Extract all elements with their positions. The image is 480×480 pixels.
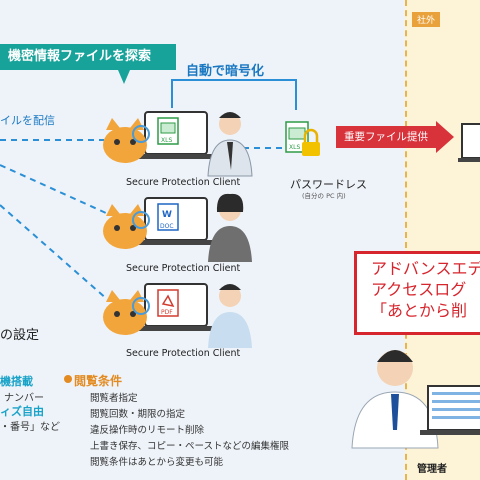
pc-label-1: Secure Protection Client bbox=[126, 177, 241, 188]
pc-label-3: Secure Protection Client bbox=[126, 348, 241, 359]
outside-laptop bbox=[458, 123, 480, 162]
admin-person-icon bbox=[351, 350, 439, 449]
passwordless-sub: (自分の PC 内) bbox=[302, 192, 346, 200]
admin-label: 管理者 bbox=[417, 464, 447, 475]
lock-icon bbox=[302, 128, 320, 156]
pdf-file-icon: PDF bbox=[157, 289, 179, 317]
person-man-2-icon bbox=[208, 284, 252, 348]
left-line-1: ナンバー bbox=[4, 393, 44, 404]
encrypt-bracket bbox=[171, 79, 297, 110]
view-condition-item: 閲覧条件はあとから変更も可能 bbox=[90, 457, 224, 468]
advance-edition-box: アドバンスエデ アクセスログ 「あとから削 bbox=[354, 251, 480, 335]
cat-mascot-icon-2 bbox=[103, 204, 150, 249]
callout-tail bbox=[118, 70, 130, 84]
advance-line-3: 「あとから削 bbox=[371, 301, 468, 320]
view-condition-item: 閲覧者指定 bbox=[90, 393, 138, 404]
person-man-1-icon bbox=[207, 112, 253, 177]
pc-label-2: Secure Protection Client bbox=[126, 263, 241, 274]
admin-laptop bbox=[420, 385, 480, 435]
view-conditions-heading: 閲覧条件 bbox=[74, 374, 123, 388]
encrypted-xls-tag: XLS bbox=[289, 144, 300, 151]
view-condition-item: 違反操作時のリモート削除 bbox=[90, 425, 205, 436]
provide-arrow-tip bbox=[436, 121, 454, 153]
xls-tag: XLS bbox=[161, 137, 172, 144]
left-feature-2: ィズ自由 bbox=[0, 405, 44, 418]
cat-mascot-icon-1 bbox=[103, 118, 150, 163]
doc-tag: DOC bbox=[160, 223, 174, 230]
provide-arrow: 重要ファイル提供 bbox=[336, 126, 436, 148]
advance-line-2: アクセスログ bbox=[371, 280, 467, 299]
distribution-line-3 bbox=[0, 204, 109, 301]
passwordless-label: パスワードレス bbox=[290, 178, 367, 191]
view-conditions-bullet bbox=[64, 375, 72, 383]
outside-company-tag: 社外 bbox=[412, 12, 441, 27]
xls-file-icon: XLS bbox=[157, 117, 179, 145]
encrypt-label: 自動で暗号化 bbox=[186, 64, 265, 79]
advance-line-1: アドバンスエデ bbox=[371, 259, 480, 278]
pdf-tag: PDF bbox=[161, 309, 173, 316]
view-condition-item: 閲覧回数・期限の指定 bbox=[90, 409, 186, 420]
svg-text:W: W bbox=[162, 210, 172, 220]
distribute-label: イルを配信 bbox=[0, 114, 55, 127]
person-woman-icon bbox=[208, 193, 252, 262]
view-condition-item: 上書き保存、コピー・ペーストなどの編集権限 bbox=[90, 441, 290, 452]
doc-file-icon: W DOC bbox=[157, 203, 179, 231]
cat-mascot-icon-3 bbox=[103, 290, 150, 335]
distribution-line-2 bbox=[0, 164, 107, 214]
settings-label: の設定 bbox=[0, 328, 40, 343]
left-line-2: ・番号」など bbox=[0, 422, 60, 433]
distribution-lines bbox=[0, 139, 285, 301]
left-feature-1: 機搭載 bbox=[0, 375, 33, 388]
search-callout: 機密情報ファイルを探索 bbox=[0, 44, 176, 70]
